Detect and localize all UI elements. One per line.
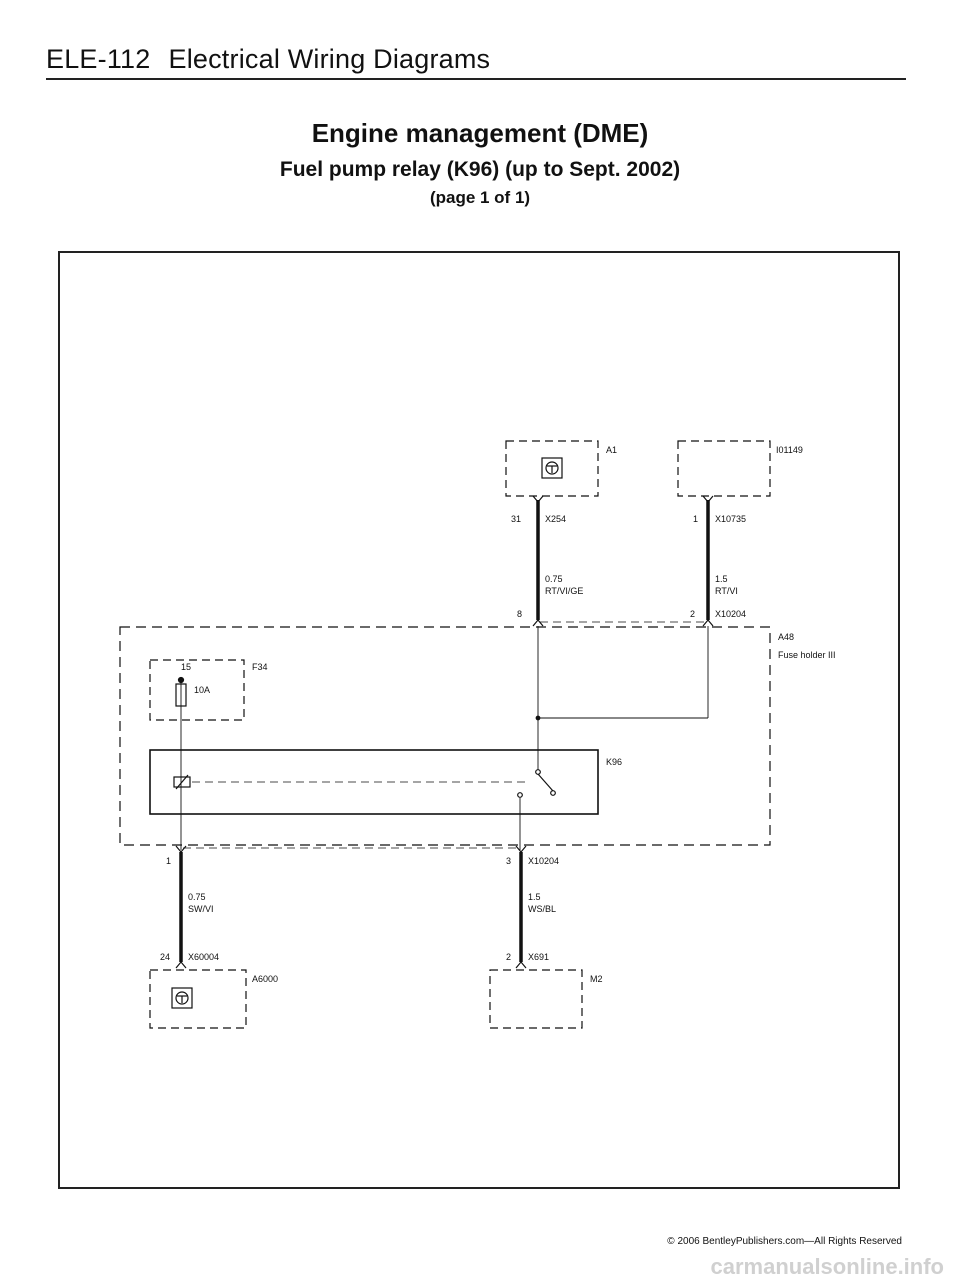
k96-relay <box>149 749 599 850</box>
a1-label: A1 <box>606 445 617 455</box>
x10204-bottom-wire-size: 1.5 <box>528 892 541 902</box>
x10735-label: X10735 <box>715 514 746 524</box>
x10735-wire-size: 1.5 <box>715 574 728 584</box>
relay-coil-icon <box>173 776 191 788</box>
x10204-bottom-wire-color: WS/BL <box>528 904 556 914</box>
x10204-bottom-label: X10204 <box>528 856 559 866</box>
x60004-label: X60004 <box>188 952 219 962</box>
a1-component <box>505 440 599 497</box>
relay-contact-open <box>517 792 523 798</box>
m2-label: M2 <box>590 974 603 984</box>
i01149-component <box>677 440 771 497</box>
a6000-label: A6000 <box>252 974 278 984</box>
x254-pin: 31 <box>511 514 521 524</box>
relay-switch-arm <box>537 773 554 792</box>
m2-component <box>489 969 583 1029</box>
connector-x691-mark <box>515 961 527 969</box>
f34-pin: 15 <box>181 662 191 672</box>
a48-label: A48 <box>778 632 794 642</box>
f34-label: F34 <box>252 662 268 672</box>
x10204-top-pin-b: 2 <box>690 609 695 619</box>
connector-x10735-mark <box>702 495 714 503</box>
relay-contact-switch <box>550 790 556 796</box>
diagram-subtitle: Fuel pump relay (K96) (up to Sept. 2002) <box>279 158 681 181</box>
x10204-bottom-pin: 3 <box>506 856 511 866</box>
x10735-pin: 1 <box>693 514 698 524</box>
connector-x10204-bottom-mark <box>515 845 527 853</box>
copyright-notice: © 2006 BentleyPublishers.com—All Rights … <box>667 1236 902 1247</box>
x254-wire-size: 0.75 <box>545 574 563 584</box>
watermark: carmanualsonline.info <box>710 1254 945 1279</box>
page-header: ELE-112 Electrical Wiring Diagrams <box>46 44 490 75</box>
connector-x60004-mark <box>175 961 187 969</box>
k96-label: K96 <box>606 757 622 767</box>
control-unit-icon <box>171 987 193 1009</box>
connector-x10204-top-mark-b <box>702 619 714 627</box>
x254-wire-color: RT/VI/GE <box>545 586 583 596</box>
connector-x254-mark <box>532 495 544 503</box>
page-number: ELE-112 <box>46 44 151 74</box>
a48-fuse-holder <box>119 626 771 846</box>
control-unit-icon <box>541 457 563 479</box>
x254-label: X254 <box>545 514 566 524</box>
diagram-frame <box>58 251 900 1189</box>
left-wire-pin: 1 <box>166 856 171 866</box>
connector-x10204-top-mark-a <box>532 619 544 627</box>
x10204-top-label: X10204 <box>715 609 746 619</box>
x10735-wire-color: RT/VI <box>715 586 738 596</box>
a6000-component <box>149 969 247 1029</box>
i01149-label: I01149 <box>776 445 803 455</box>
splice-point <box>535 715 541 721</box>
f34-rating: 10A <box>194 685 210 695</box>
x691-label: X691 <box>528 952 549 962</box>
relay-contact-common <box>535 769 541 775</box>
x691-pin: 2 <box>506 952 511 962</box>
section-title: Electrical Wiring Diagrams <box>168 44 491 74</box>
left-wire-color: SW/VI <box>188 904 214 914</box>
a48-description: Fuse holder III <box>778 650 836 660</box>
page-indicator: (page 1 of 1) <box>429 188 531 207</box>
diagram-title: Engine management (DME) <box>311 118 649 148</box>
x10204-top-pin-a: 8 <box>517 609 522 619</box>
left-wire-size: 0.75 <box>188 892 206 902</box>
header-rule <box>46 78 906 80</box>
x60004-pin: 24 <box>160 952 170 962</box>
